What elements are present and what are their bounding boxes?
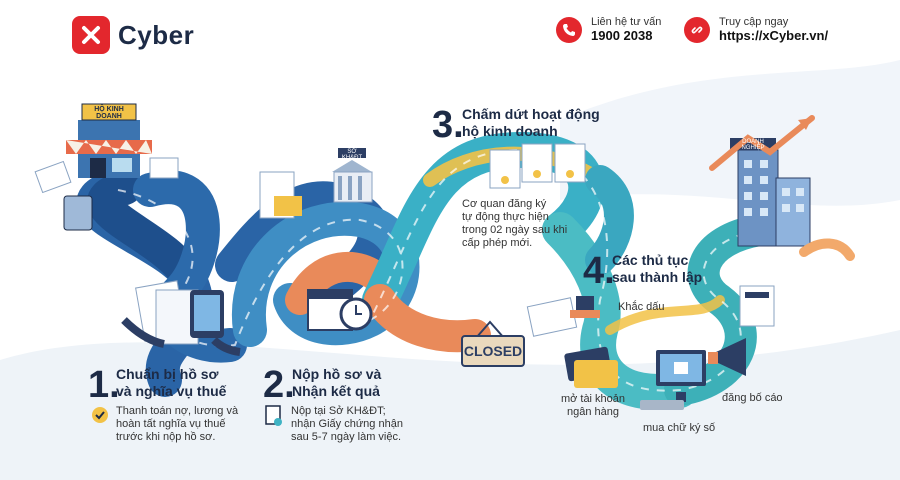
step-4-number: 4.	[583, 250, 615, 292]
step-2-desc: Nộp tại Sở KH&ĐT; nhận Giấy chứng nhận s…	[291, 405, 403, 443]
checkmark-icon	[90, 405, 110, 425]
certificates-icon	[489, 143, 586, 189]
receipt-icon	[34, 160, 72, 194]
seal-label: Khắc dấu	[618, 301, 665, 313]
step-4-title: Các thủ tục sau thành lập	[612, 252, 703, 285]
bank-card-icon	[564, 346, 618, 388]
step-2-title: Nộp hồ sơ và Nhận kết quả	[292, 366, 382, 399]
x-logo-icon	[72, 16, 110, 54]
digital-signature-icon	[640, 350, 706, 410]
contact-label: Truy cập ngay	[719, 16, 789, 28]
contact-hotline[interactable]: Liên hệ tư vấn 1900 2038	[556, 16, 661, 43]
calendar-clock-icon	[307, 289, 373, 331]
newspaper-icon	[739, 285, 775, 327]
document-check-icon	[265, 405, 283, 427]
step-3-title: Chấm dứt hoạt động hộ kinh doanh	[462, 106, 600, 139]
hotline-number: 1900 2038	[591, 28, 653, 43]
digital-signature-label: mua chữ ký số	[643, 422, 716, 434]
government-building	[332, 148, 373, 203]
shop-building	[66, 103, 152, 178]
closed-sign-text: CLOSED	[463, 343, 523, 359]
step-2-number: 2.	[263, 364, 295, 406]
closed-sign	[461, 320, 525, 367]
megaphone-icon	[708, 338, 746, 376]
gov-sign: SỞ KH&ĐT	[341, 149, 363, 161]
website-url: https://xCyber.vn/	[719, 28, 829, 43]
documents-and-tablet-icon	[121, 280, 241, 356]
handshake-icon	[799, 238, 855, 261]
paper-stack-icon	[149, 157, 179, 179]
company-sign: DOANH NGHIỆP	[741, 139, 765, 151]
step-1-desc: Thanh toán nợ, lương và hoàn tất nghĩa v…	[116, 405, 239, 443]
phone-icon	[556, 16, 582, 43]
announcement-label: đăng bố cáo	[722, 392, 783, 404]
link-icon	[684, 16, 710, 43]
step-1-number: 1.	[88, 364, 120, 406]
step-3-number: 3.	[432, 104, 464, 146]
step-1-title: Chuẩn bị hồ sơ và nghĩa vụ thuế	[116, 366, 227, 399]
stamp-icon	[526, 296, 600, 337]
shop-sign: HỘ KINH DOANH	[94, 106, 124, 120]
brand-logo[interactable]: Cyber	[72, 16, 194, 54]
document-folder-icon	[259, 171, 302, 219]
company-building	[709, 115, 855, 261]
bank-account-label: mở tài khoản ngân hàng	[560, 393, 626, 418]
calculator-icon	[63, 195, 93, 231]
step-3-desc: Cơ quan đăng ký tự động thực hiện trong …	[462, 198, 568, 249]
contact-website[interactable]: Truy cập ngay https://xCyber.vn/	[684, 16, 828, 43]
contact-label: Liên hệ tư vấn	[591, 16, 662, 28]
brand-name: Cyber	[118, 19, 195, 50]
